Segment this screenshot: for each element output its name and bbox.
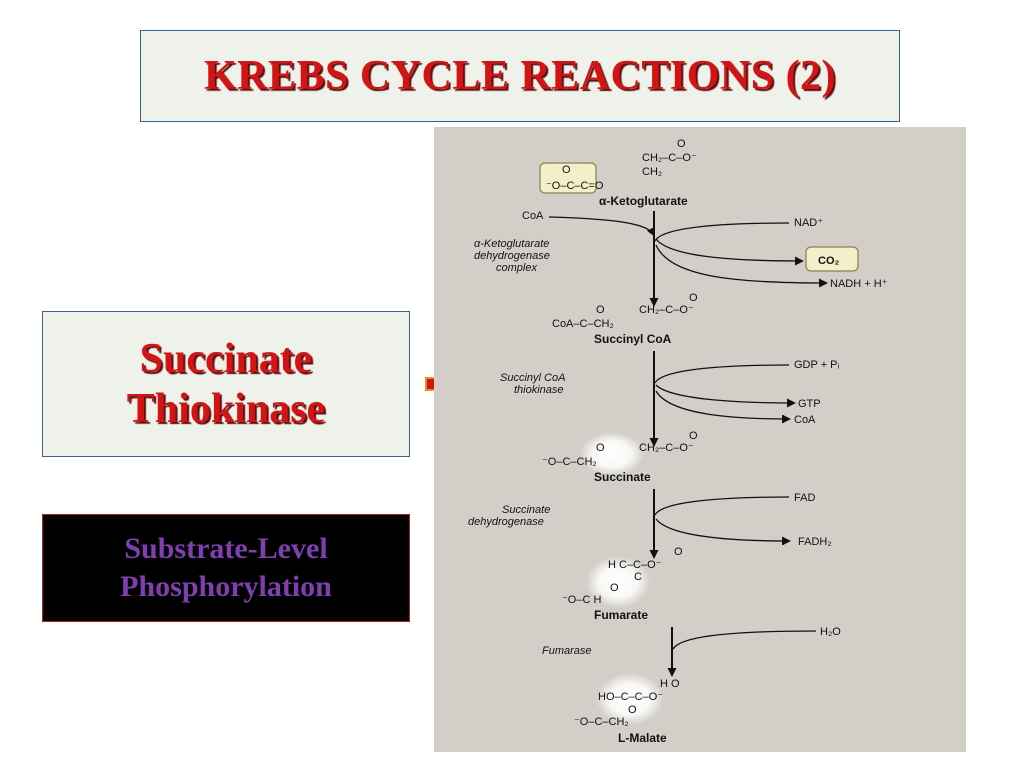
fumarate-enzyme: Fumarase <box>542 645 592 657</box>
coa-out-arrow <box>655 390 791 424</box>
pathway-diagram: O CH₂–C–O⁻ O CH₂ ⁻O–C–C=O α-Ketoglutarat… <box>468 138 888 745</box>
coa-out-label: CoA <box>794 414 816 426</box>
malate-glow <box>596 673 664 725</box>
akg-enzyme-line2: dehydrogenase <box>474 250 550 262</box>
fumarate-chem-line4: O <box>610 582 619 594</box>
co2-label: CO₂ <box>818 255 840 267</box>
fadh2-label: FADH₂ <box>798 536 832 548</box>
succinate-glow <box>580 432 644 476</box>
succinate-enzyme-line2: dehydrogenase <box>468 516 544 528</box>
gtp-label: GTP <box>798 398 821 410</box>
enzyme-name-line1: Succinate <box>139 336 313 382</box>
fad-in-curve <box>654 496 790 516</box>
fadh2-out-arrow <box>655 518 791 546</box>
title-box: KREBS CYCLE REACTIONS (2) <box>140 30 900 122</box>
slp-line1: Substrate-Level <box>124 532 328 565</box>
fumarate-chem-line2: H C–C–O⁻ <box>608 559 662 571</box>
coa-in-arrow <box>548 216 655 237</box>
fumarate-chem-line3: C <box>634 571 642 583</box>
malate-chem-line2: HO–C–C–O⁻ <box>598 691 663 703</box>
fumarate-chem-line1: O <box>674 546 683 558</box>
enzyme-name-line2: Thiokinase <box>126 386 326 432</box>
gdp-in-curve <box>654 364 790 384</box>
succinate-chem-line4: ⁻O–C–CH₂ <box>542 456 597 468</box>
succoa-chem-line2: CH₂–C–O⁻ <box>639 304 694 316</box>
malate-chem-line3: O <box>628 704 637 716</box>
succinate-enzyme-line1: Succinate <box>502 504 550 516</box>
akg-name: α-Ketoglutarate <box>599 194 688 208</box>
malate-chem-line1: H O <box>660 678 680 690</box>
malate-name: L-Malate <box>618 731 667 745</box>
fumarate-glow <box>586 556 650 608</box>
slide-title: KREBS CYCLE REACTIONS (2) <box>203 53 837 99</box>
malate-chem-line4: ⁻O–C–CH₂ <box>574 716 629 728</box>
nadh-out-arrow <box>655 244 828 288</box>
h2o-label: H₂O <box>820 626 841 638</box>
succoa-name: Succinyl CoA <box>594 332 672 346</box>
nad-label: NAD⁺ <box>794 217 823 229</box>
akg-chem-line1: O <box>677 138 686 150</box>
succoa-chem-line4: CoA–C–CH₂ <box>552 318 614 330</box>
akg-enzyme-line1: α-Ketoglutarate <box>474 238 549 250</box>
succinate-chem-line3: O <box>596 442 605 454</box>
nadh-label: NADH + H⁺ <box>830 278 888 290</box>
akg-chem-line4: CH₂ <box>642 166 662 178</box>
gdp-label: GDP + Pᵢ <box>794 359 840 371</box>
krebs-pathway-panel: O CH₂–C–O⁻ O CH₂ ⁻O–C–C=O α-Ketoglutarat… <box>434 127 966 752</box>
akg-enzyme-line3: complex <box>496 262 537 274</box>
nad-in-curve <box>654 222 790 242</box>
akg-chem-line2: CH₂–C–O⁻ <box>642 152 697 164</box>
succoa-chem-line1: O <box>689 292 698 304</box>
succinate-name: Succinate <box>594 470 651 484</box>
enzyme-callout-box: Succinate Thiokinase <box>42 311 410 457</box>
fumarate-chem-line5: ⁻O–C H <box>562 594 601 606</box>
succoa-enzyme-line2: thiokinase <box>514 384 564 396</box>
co2-highlight-box <box>805 246 859 272</box>
co2-out-arrow <box>655 238 804 266</box>
coa-input-label: CoA <box>522 210 544 222</box>
h2o-in-curve <box>672 630 817 650</box>
succoa-chem-line3: O <box>596 304 605 316</box>
gtp-out-arrow <box>655 384 796 408</box>
akg-chem-line5: ⁻O–C–C=O <box>546 180 604 192</box>
succinate-chem-line1: O <box>689 430 698 442</box>
carbonyl-highlight-box <box>539 162 597 194</box>
slp-line2: Phosphorylation <box>120 570 332 603</box>
slp-callout-box: Substrate-Level Phosphorylation <box>42 514 410 622</box>
akg-chem-line3: O <box>562 164 571 176</box>
succoa-enzyme-line1: Succinyl CoA <box>500 372 565 384</box>
fumarate-name: Fumarate <box>594 608 648 622</box>
fad-label: FAD <box>794 492 815 504</box>
succinate-chem-line2: CH₂–C–O⁻ <box>639 442 694 454</box>
